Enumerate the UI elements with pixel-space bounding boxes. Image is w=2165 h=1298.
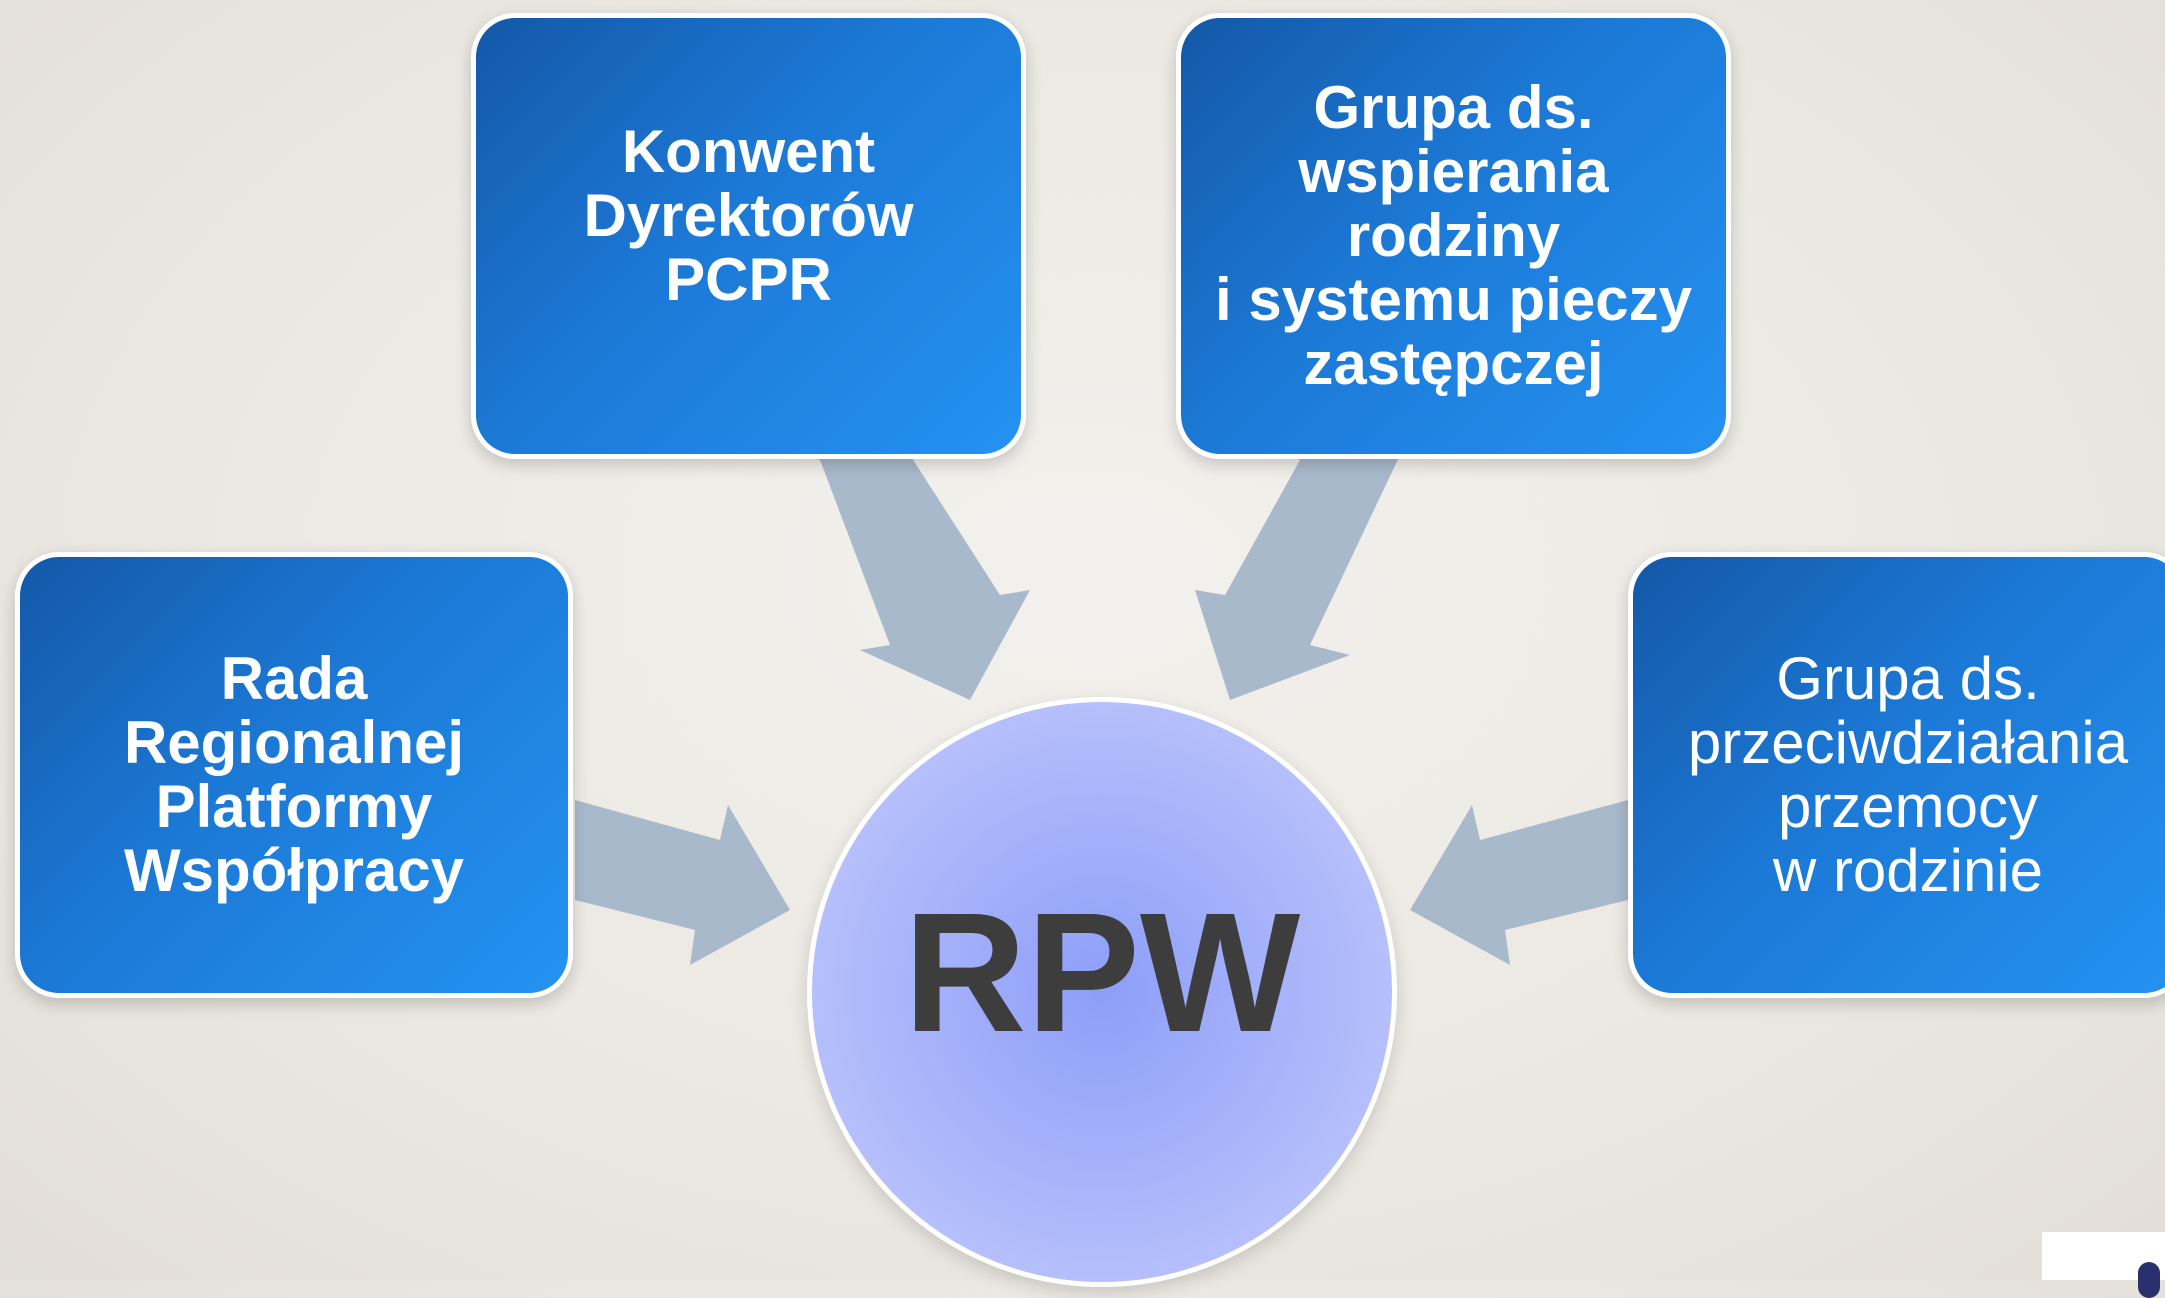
arrow-from-grupa-przemoc bbox=[1410, 800, 1628, 965]
arrow-from-rada bbox=[575, 800, 790, 965]
arrow-from-grupa-rodzina bbox=[1195, 455, 1400, 700]
box-grupa-wspierania-rodziny: Grupa ds. wspierania rodziny i systemu p… bbox=[1176, 13, 1731, 459]
center-circle bbox=[807, 697, 1397, 1287]
box-konwent-dyrektorow: Konwent Dyrektorów PCPR bbox=[471, 13, 1026, 459]
box-rada-regionalnej-platformy: Rada Regionalnej Platformy Współpracy bbox=[15, 552, 573, 998]
box-grupa-przeciwdzialania-przemocy: Grupa ds. przeciwdziałania przemocy w ro… bbox=[1628, 552, 2165, 998]
logo-mark-icon bbox=[2138, 1262, 2160, 1298]
arrow-from-konwent bbox=[800, 455, 1030, 700]
corner-logo-fragment bbox=[2042, 1232, 2165, 1298]
center-label: RPW bbox=[903, 878, 1301, 1068]
